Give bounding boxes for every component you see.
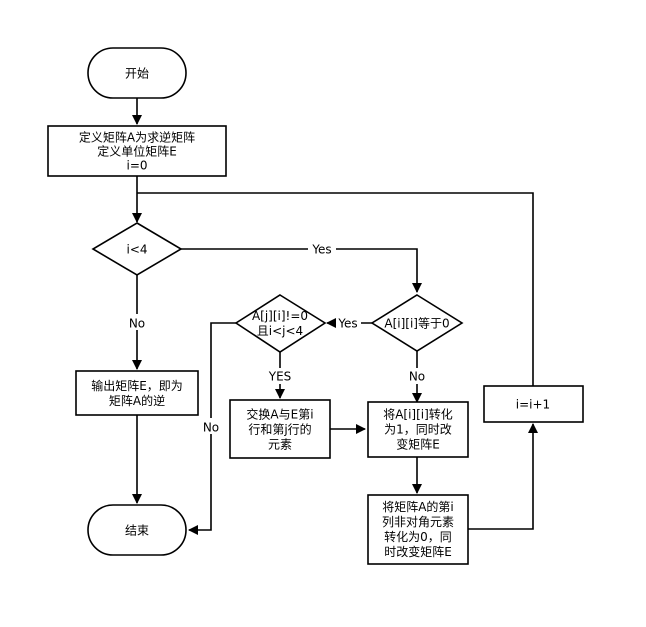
cond-i-text: i<4 (126, 243, 147, 257)
cond-i-diamond (91, 222, 183, 276)
swap-line-2: 行和第j行的 (248, 422, 311, 437)
define-line-2: 定义单位矩阵E (97, 144, 177, 159)
edge-inc-loop-back (137, 192, 534, 386)
normalize-line-1: 将A[i][i]转化 (383, 407, 453, 422)
output-line-1: 输出矩阵E，即为 (91, 378, 183, 393)
edge-eliminate-to-inc (468, 423, 538, 530)
label-cond-aji-no: No (203, 421, 219, 435)
cond-aii-diamond (370, 294, 464, 352)
cond-aji-line-1: A[j][i]!=0 (252, 309, 308, 323)
eliminate-line-3: 转化为0，同 (384, 529, 452, 544)
cond-i-line-1: i<4 (126, 243, 147, 257)
eliminate-line-4: 时改变矩阵E (384, 544, 452, 559)
output-node (75, 370, 199, 416)
eliminate-node (367, 494, 469, 565)
inc-line-1: i=i+1 (516, 398, 550, 412)
swap-node (229, 399, 331, 459)
cond-aji-line-2: 且i<j<4 (257, 324, 303, 338)
label-cond-aji-yes: YES (268, 370, 292, 384)
cond-aii-text: A[i][i]等于0 (384, 317, 449, 331)
define-node (47, 125, 227, 177)
label-cond-aii-yes: Yes (337, 317, 357, 331)
cond-aji-text: A[j][i]!=0且i<j<4 (252, 309, 308, 338)
label-cond-aii-no: No (409, 370, 425, 384)
cond-aii-line-1: A[i][i]等于0 (384, 317, 449, 331)
normalize-node (367, 401, 469, 458)
output-line-2: 矩阵A的逆 (109, 393, 165, 408)
start-node (87, 47, 187, 99)
edge-cond-i-yes (181, 248, 422, 293)
label-cond-i-yes: Yes (311, 243, 331, 257)
end-text: 结束 (125, 524, 149, 538)
normalize-line-3: 变矩阵E (396, 437, 440, 452)
normalize-line-2: 为1，同时改 (384, 423, 452, 437)
eliminate-line-1: 将矩阵A的第i (382, 499, 454, 514)
swap-line-3: 元素 (268, 438, 292, 452)
inc-node (483, 385, 584, 423)
inc-text: i=i+1 (516, 398, 550, 412)
edge-labels: Yes No Yes No YES No (124, 241, 430, 435)
cond-aji-diamond (234, 294, 327, 353)
start-text: 开始 (125, 67, 149, 81)
start-line-1: 开始 (125, 67, 149, 81)
end-node (87, 504, 187, 556)
label-cond-i-no: No (129, 317, 145, 331)
eliminate-line-2: 列非对角元素 (382, 515, 454, 529)
swap-line-1: 交换A与E第i (246, 407, 313, 422)
define-line-3: i=0 (126, 159, 147, 173)
end-line-1: 结束 (125, 524, 149, 538)
define-line-1: 定义矩阵A为求逆矩阵 (79, 130, 195, 145)
